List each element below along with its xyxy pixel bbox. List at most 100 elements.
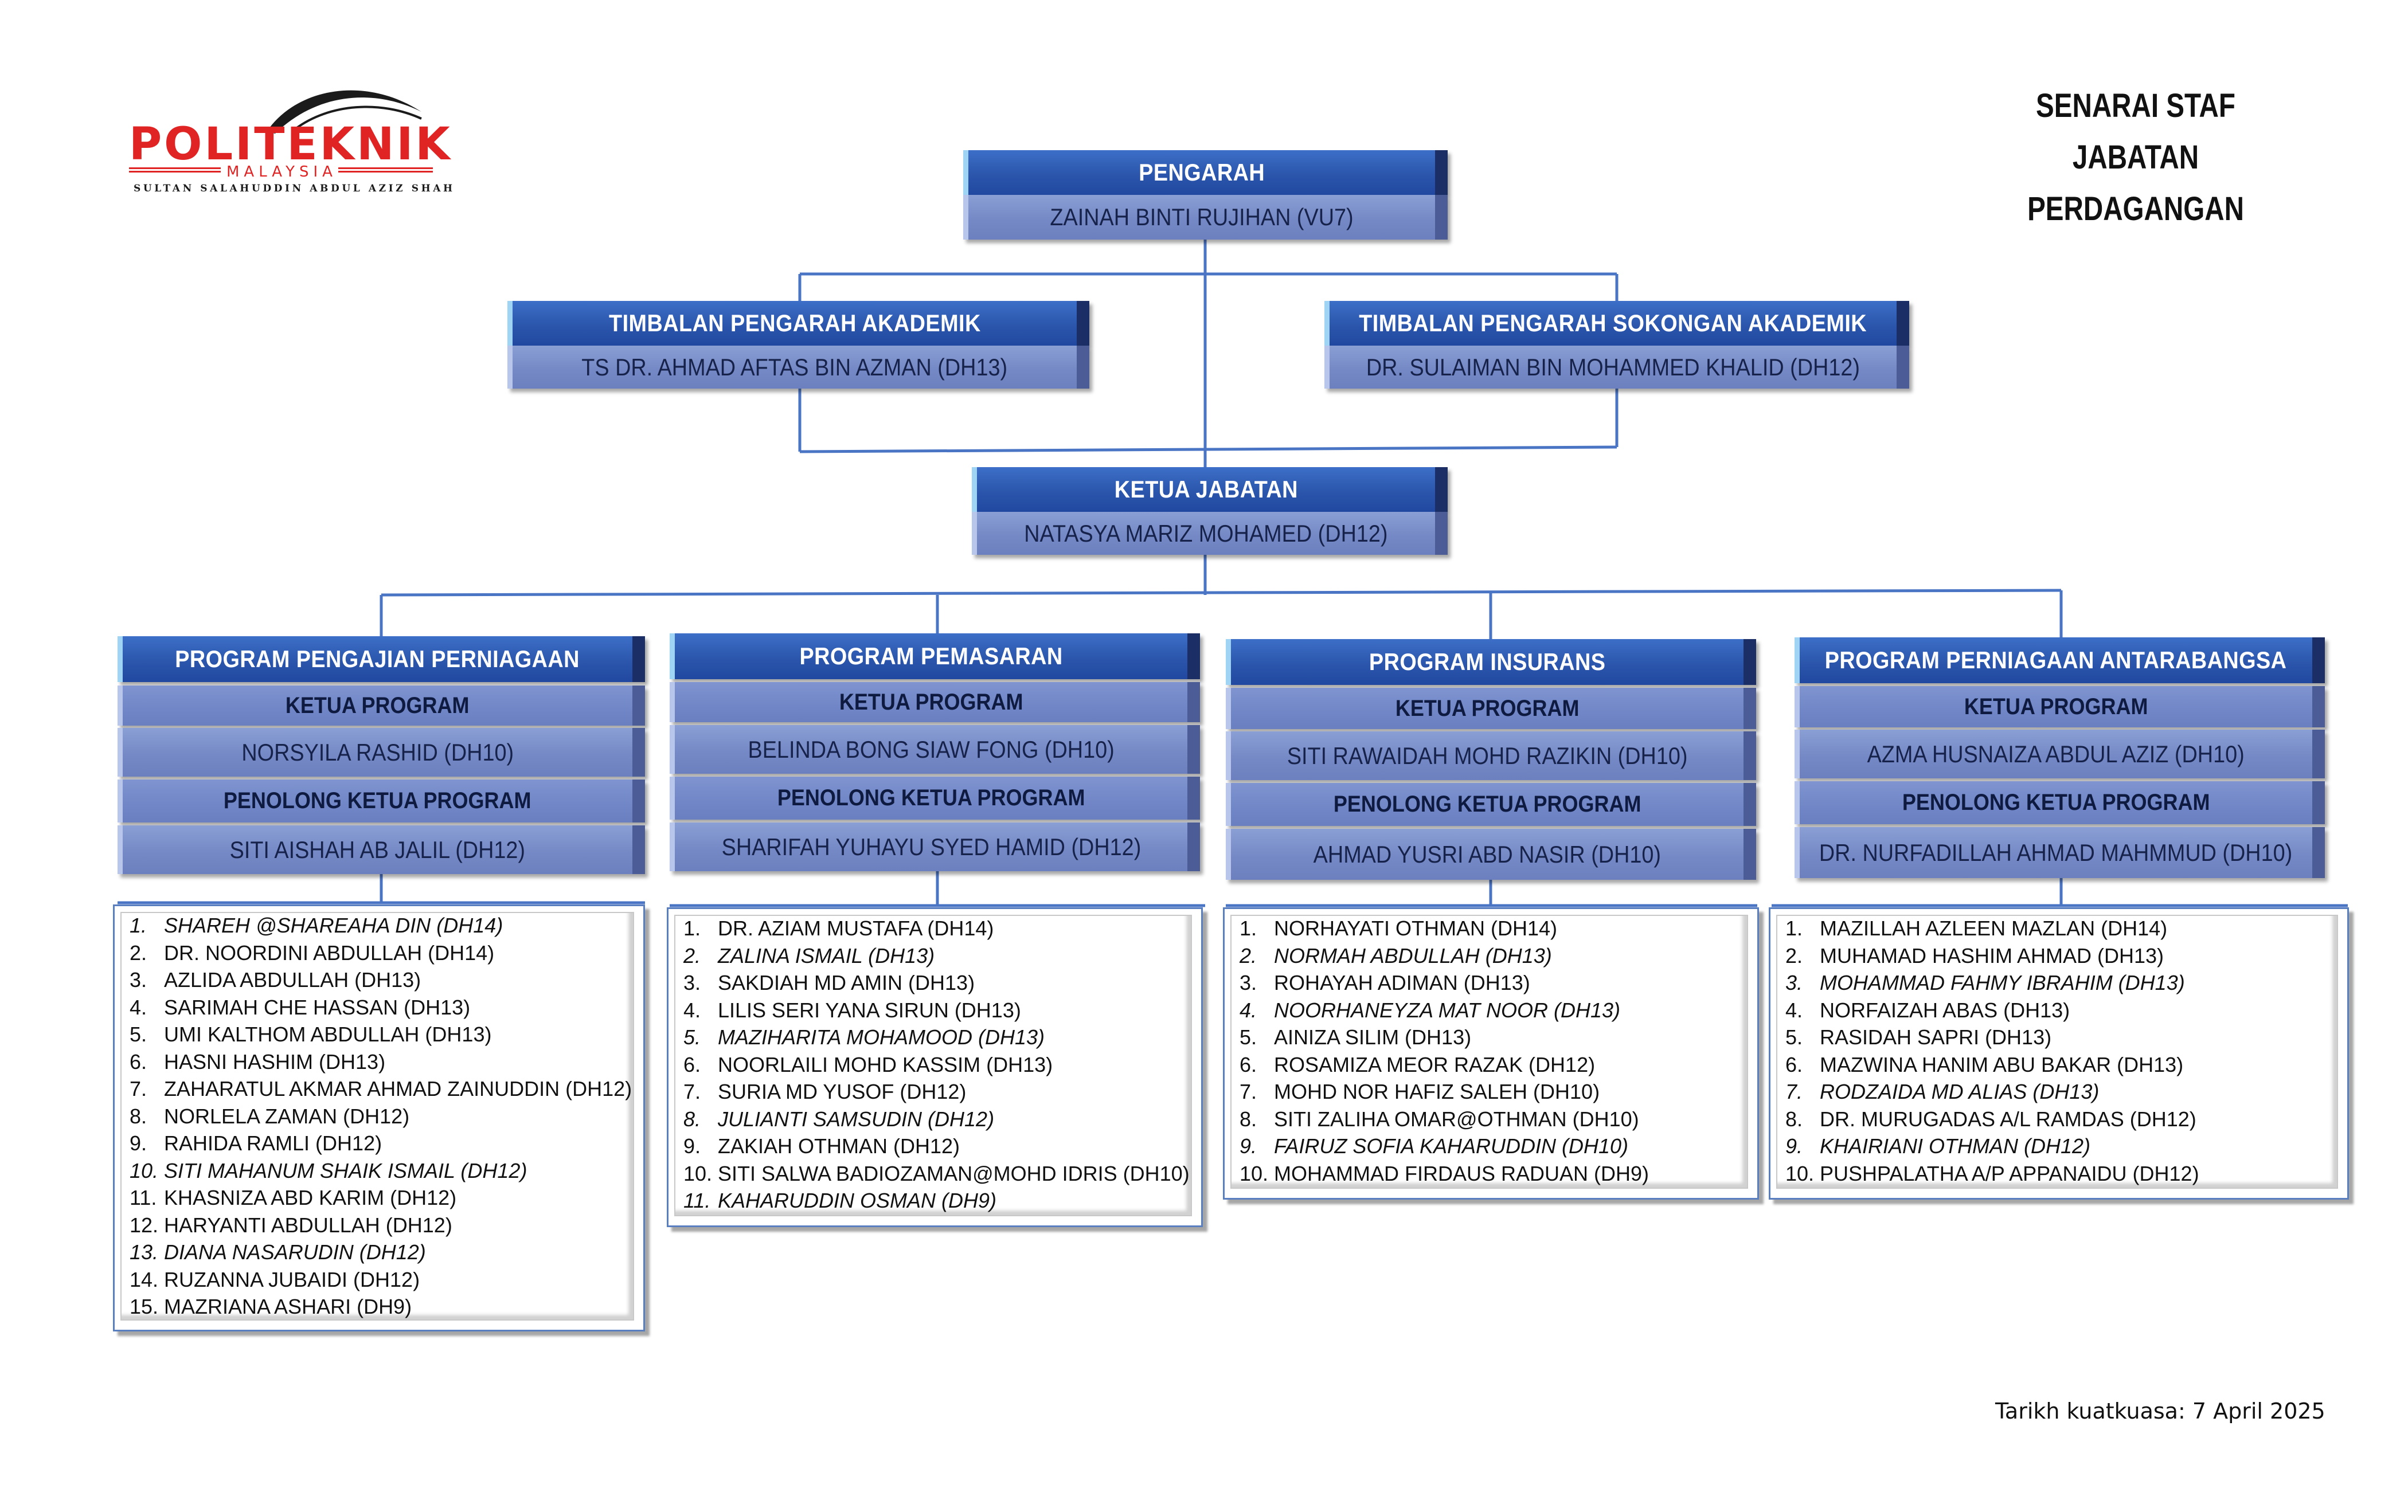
staff-number: 1. xyxy=(683,916,701,940)
staff-number: 6. xyxy=(130,1049,147,1074)
staff-item: 10.SITI MAHANUM SHAIK ISMAIL (DH12) xyxy=(130,1157,632,1185)
staff-number: 7. xyxy=(130,1077,147,1100)
staff-name: SITI ZALIHA OMAR@OTHMAN (DH10) xyxy=(1274,1107,1639,1131)
program-3-title: PROGRAM INSURANS xyxy=(1369,648,1606,675)
program-4-kp-label-box: KETUA PROGRAM xyxy=(1795,686,2325,727)
staff-number: 6. xyxy=(1240,1052,1257,1076)
staff-item: 8. SITI ZALIHA OMAR@OTHMAN (DH10) xyxy=(1240,1106,1649,1133)
staff-name: JULIANTI SAMSUDIN (DH12) xyxy=(718,1107,995,1131)
staff-item: 1.MAZILLAH AZLEEN MAZLAN (DH14) xyxy=(1785,915,2199,942)
staff-name: FAIRUZ SOFIA KAHARUDDIN (DH10) xyxy=(1274,1134,1629,1158)
program-1-kp-label-box: KETUA PROGRAM xyxy=(118,686,645,726)
staff-name: AINIZA SILIM (DH13) xyxy=(1274,1025,1472,1049)
effective-date: Tarikh kuatkuasa: 7 April 2025 xyxy=(1995,1399,2325,1424)
program-4-pkp-label-box: PENOLONG KETUA PROGRAM xyxy=(1795,781,2325,824)
staff-number: 13. xyxy=(130,1240,159,1264)
staff-number: 6. xyxy=(1785,1052,1803,1076)
program-1-staff-list: 1.SHAREH @SHAREAHA DIN (DH14)2.DR. NOORD… xyxy=(113,904,645,1331)
program-1-pkp-label: PENOLONG KETUA PROGRAM xyxy=(224,788,531,813)
staff-number: 4. xyxy=(683,998,701,1022)
staff-name: PUSHPALATHA A/P APPANAIDU (DH12) xyxy=(1820,1161,2199,1185)
program-1-title: PROGRAM PENGAJIAN PERNIAGAAN xyxy=(175,645,580,672)
staff-item: 9.RAHIDA RAMLI (DH12) xyxy=(130,1130,632,1157)
staff-number: 9. xyxy=(1785,1134,1803,1158)
staff-number: 5. xyxy=(1785,1025,1803,1049)
pengarah-name: ZAINAH BINTI RUJIHAN (VU7) xyxy=(1050,203,1354,230)
program-3-kp-name: SITI RAWAIDAH MOHD RAZIKIN (DH10) xyxy=(1287,742,1688,769)
program-3-pkp-label: PENOLONG KETUA PROGRAM xyxy=(1333,792,1641,817)
kj-name: NATASYA MARIZ MOHAMED (DH12) xyxy=(1024,519,1388,547)
staff-item: 11. KHASNIZA ABD KARIM (DH12) xyxy=(130,1184,632,1212)
staff-number: 5. xyxy=(130,1023,147,1046)
staff-item: 1.SHAREH @SHAREAHA DIN (DH14) xyxy=(130,912,632,939)
staff-number: 10. xyxy=(130,1158,159,1182)
staff-item: 2.ZALINA ISMAIL (DH13) xyxy=(683,942,1190,970)
staff-number: 14. xyxy=(130,1267,159,1291)
staff-name: DR. MURUGADAS A/L RAMDAS (DH12) xyxy=(1820,1107,2196,1131)
staff-number: 3. xyxy=(1785,971,1803,994)
program-4-pkp-label: PENOLONG KETUA PROGRAM xyxy=(1902,790,2210,815)
staff-name: KHASNIZA ABD KARIM (DH12) xyxy=(164,1186,457,1209)
staff-number: 1. xyxy=(1785,916,1803,940)
staff-name: ZAHARATUL AKMAR AHMAD ZAINUDDIN (DH12) xyxy=(164,1077,632,1100)
staff-number: 8. xyxy=(1240,1107,1257,1131)
staff-name: ZAKIAH OTHMAN (DH12) xyxy=(718,1134,960,1158)
program-4-kp-name: AZMA HUSNAIZA ABDUL AZIZ (DH10) xyxy=(1867,740,2245,767)
program-4-kp-name-box: AZMA HUSNAIZA ABDUL AZIZ (DH10) xyxy=(1795,730,2325,778)
logo-swoosh-icon xyxy=(267,90,422,134)
staff-name: KAHARUDDIN OSMAN (DH9) xyxy=(718,1189,997,1212)
logo-subtitle: SULTAN SALAHUDDIN ABDUL AZIZ SHAH xyxy=(134,183,455,194)
staff-number: 7. xyxy=(1785,1080,1803,1103)
staff-item: 14.RUZANNA JUBAIDI (DH12) xyxy=(130,1266,632,1294)
program-1-kp-name-box: NORSYILA RASHID (DH10) xyxy=(118,728,645,777)
program-3-staff-list: 1.NORHAYATI OTHMAN (DH14)2. NORMAH ABDULL… xyxy=(1223,907,1759,1200)
staff-item: 9.FAIRUZ SOFIA KAHARUDDIN (DH10) xyxy=(1240,1133,1649,1160)
staff-item: 5. AINIZA SILIM (DH13) xyxy=(1240,1024,1649,1051)
staff-number: 12. xyxy=(130,1213,159,1237)
staff-number: 2. xyxy=(1240,943,1257,967)
staff-item: 4.SARIMAH CHE HASSAN (DH13) xyxy=(130,994,632,1021)
staff-name: HASNI HASHIM (DH13) xyxy=(164,1049,386,1074)
staff-number: 5. xyxy=(1240,1025,1257,1049)
program-2-staff-list: 1. DR. AZIAM MUSTAFA (DH14)2.ZALINA ISMAI… xyxy=(667,907,1203,1227)
staff-item: 1. DR. AZIAM MUSTAFA (DH14) xyxy=(683,915,1190,942)
staff-name: SAKDIAH MD AMIN (DH13) xyxy=(718,971,975,994)
staff-number: 1. xyxy=(130,914,147,937)
staff-number: 5. xyxy=(683,1025,701,1049)
staff-number: 10. xyxy=(1785,1161,1815,1185)
staff-item: 4.NOORHANEYZA MAT NOOR (DH13) xyxy=(1240,997,1649,1024)
staff-name: MAZRIANA ASHARI (DH9) xyxy=(164,1295,412,1318)
staff-name: DR. AZIAM MUSTAFA (DH14) xyxy=(718,916,994,940)
program-2-kp-name: BELINDA BONG SIAW FONG (DH10) xyxy=(748,735,1115,763)
program-2-kp-label: KETUA PROGRAM xyxy=(839,689,1023,715)
staff-name: NORMAH ABDULLAH (DH13) xyxy=(1274,943,1552,967)
program-2-kp-name-box: BELINDA BONG SIAW FONG (DH10) xyxy=(670,725,1200,774)
program-3-pkp-name-box: AHMAD YUSRI ABD NASIR (DH10) xyxy=(1226,829,1756,880)
program-2-header: PROGRAM PEMASARAN xyxy=(670,633,1200,679)
program-2-pkp-label: PENOLONG KETUA PROGRAM xyxy=(777,785,1085,810)
pengarah-name-box: ZAINAH BINTI RUJIHAN (VU7) xyxy=(963,195,1448,240)
staff-number: 2. xyxy=(683,943,701,967)
staff-name: ROSAMIZA MEOR RAZAK (DH12) xyxy=(1274,1052,1596,1076)
logo-country: MALAYSIA xyxy=(226,163,337,181)
staff-item: 6. ROSAMIZA MEOR RAZAK (DH12) xyxy=(1240,1051,1649,1079)
staff-item: 8.NORLELA ZAMAN (DH12) xyxy=(130,1103,632,1130)
title-line-2: JABATAN PERDAGANGAN xyxy=(2027,139,2244,228)
staff-item: 1.NORHAYATI OTHMAN (DH14) xyxy=(1240,915,1649,942)
program-1-kp-label: KETUA PROGRAM xyxy=(286,692,470,718)
staff-number: 6. xyxy=(683,1052,701,1076)
staff-name: ROHAYAH ADIMAN (DH13) xyxy=(1274,971,1530,994)
staff-name: RODZAIDA MD ALIAS (DH13) xyxy=(1820,1080,2100,1103)
staff-number: 11. xyxy=(130,1186,157,1209)
program-1-pkp-label-box: PENOLONG KETUA PROGRAM xyxy=(118,779,645,822)
staff-item: 12.HARYANTI ABDULLAH (DH12) xyxy=(130,1212,632,1239)
tpsa-header: TIMBALAN PENGARAH SOKONGAN AKADEMIK xyxy=(1324,301,1909,346)
staff-number: 10. xyxy=(1240,1161,1269,1185)
kj-name-box: NATASYA MARIZ MOHAMED (DH12) xyxy=(972,512,1448,555)
tpa-name: TS DR. AHMAD AFTAS BIN AZMAN (DH13) xyxy=(581,353,1008,381)
staff-name: AZLIDA ABDULLAH (DH13) xyxy=(164,968,421,992)
staff-item: 3.ROHAYAH ADIMAN (DH13) xyxy=(1240,969,1649,997)
staff-name: KHAIRIANI OTHMAN (DH12) xyxy=(1820,1134,2091,1158)
staff-item: 5.UMI KALTHOM ABDULLAH (DH13) xyxy=(130,1021,632,1048)
kj-header: KETUA JABATAN xyxy=(972,467,1448,512)
